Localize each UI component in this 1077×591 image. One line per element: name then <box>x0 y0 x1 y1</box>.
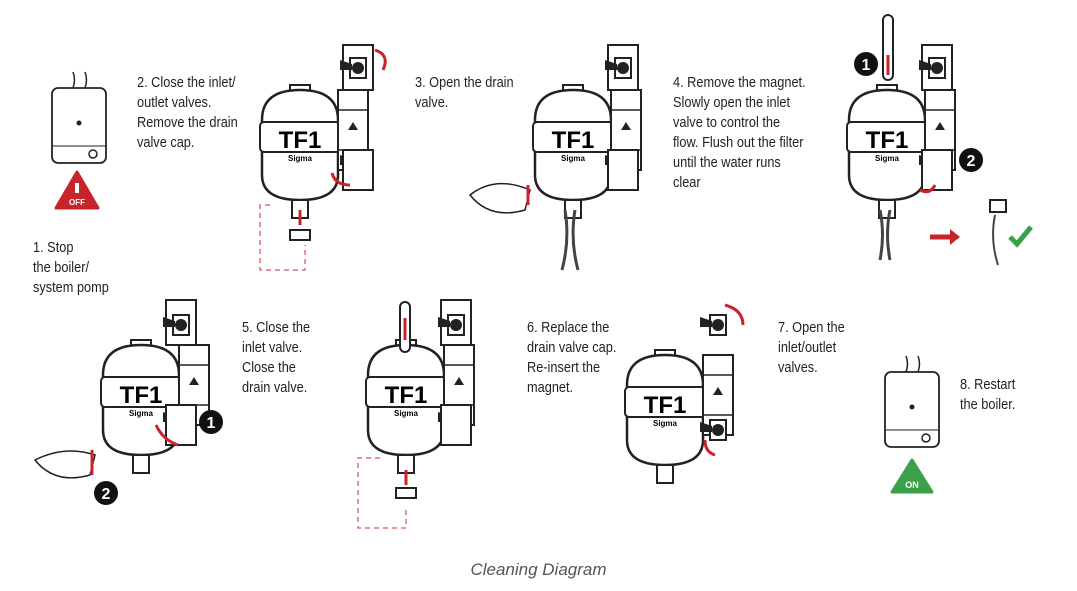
marker-1-step-5: 1 <box>199 410 223 434</box>
checkmark-icon <box>1008 225 1033 248</box>
marker-2-step-4: 2 <box>959 148 983 172</box>
svg-text:TF1: TF1 <box>552 127 595 154</box>
marker-1-step-4: 1 <box>854 52 878 76</box>
boiler-icon <box>884 355 940 448</box>
arrow-right-icon <box>950 229 960 245</box>
svg-text:Sigma: Sigma <box>288 154 313 163</box>
svg-text:2: 2 <box>102 486 111 503</box>
step-3-text: 3. Open the drain valve. <box>415 75 514 111</box>
filter-step-2: TF1 Sigma <box>258 44 387 271</box>
svg-text:2: 2 <box>967 153 976 170</box>
step-4-text: 4. Remove the magnet. Slowly open the in… <box>673 75 806 191</box>
svg-text:Sigma: Sigma <box>561 154 586 163</box>
svg-text:ON: ON <box>905 480 919 490</box>
svg-text:OFF: OFF <box>69 198 85 207</box>
svg-text:Sigma: Sigma <box>653 419 678 428</box>
boiler-icon <box>51 71 107 164</box>
filter-step-4: TF1 Sigma <box>845 14 1033 266</box>
svg-text:TF1: TF1 <box>644 392 687 419</box>
svg-text:TF1: TF1 <box>866 127 909 154</box>
filter-step-3: TF1 Sigma <box>468 44 643 271</box>
step-6-text: 6. Replace the drain valve cap. Re-inser… <box>527 320 617 396</box>
svg-text:Sigma: Sigma <box>394 409 419 418</box>
svg-text:TF1: TF1 <box>120 382 163 409</box>
svg-text:1: 1 <box>207 415 216 432</box>
magnet-icon <box>882 14 894 81</box>
hand-icon <box>468 182 531 214</box>
svg-text:1: 1 <box>862 57 871 74</box>
svg-text:Sigma: Sigma <box>875 154 900 163</box>
svg-text:TF1: TF1 <box>385 382 428 409</box>
filter-step-6: TF1 Sigma <box>357 299 476 529</box>
off-badge: OFF <box>54 170 100 210</box>
step-7-text: 7. Open the inlet/outlet valves. <box>778 320 845 376</box>
svg-text:TF1: TF1 <box>279 127 322 154</box>
on-badge: ON <box>890 458 934 494</box>
filter-step-7: TF1 Sigma <box>623 303 745 485</box>
step-5-text: 5. Close the inlet valve. Close the drai… <box>242 320 311 396</box>
svg-text:Sigma: Sigma <box>129 409 154 418</box>
step-2-text: 2. Close the inlet/ outlet valves. Remov… <box>137 75 238 151</box>
hand-icon <box>33 450 96 479</box>
step-8-text: 8. Restart the boiler. <box>960 377 1016 413</box>
marker-2-step-5: 2 <box>94 481 118 505</box>
filter-step-5: TF1 Sigma <box>33 299 211 479</box>
step-1-text: 1. Stop the boiler/ system pomp <box>33 240 109 296</box>
figure-caption: Cleaning Diagram <box>470 560 607 579</box>
